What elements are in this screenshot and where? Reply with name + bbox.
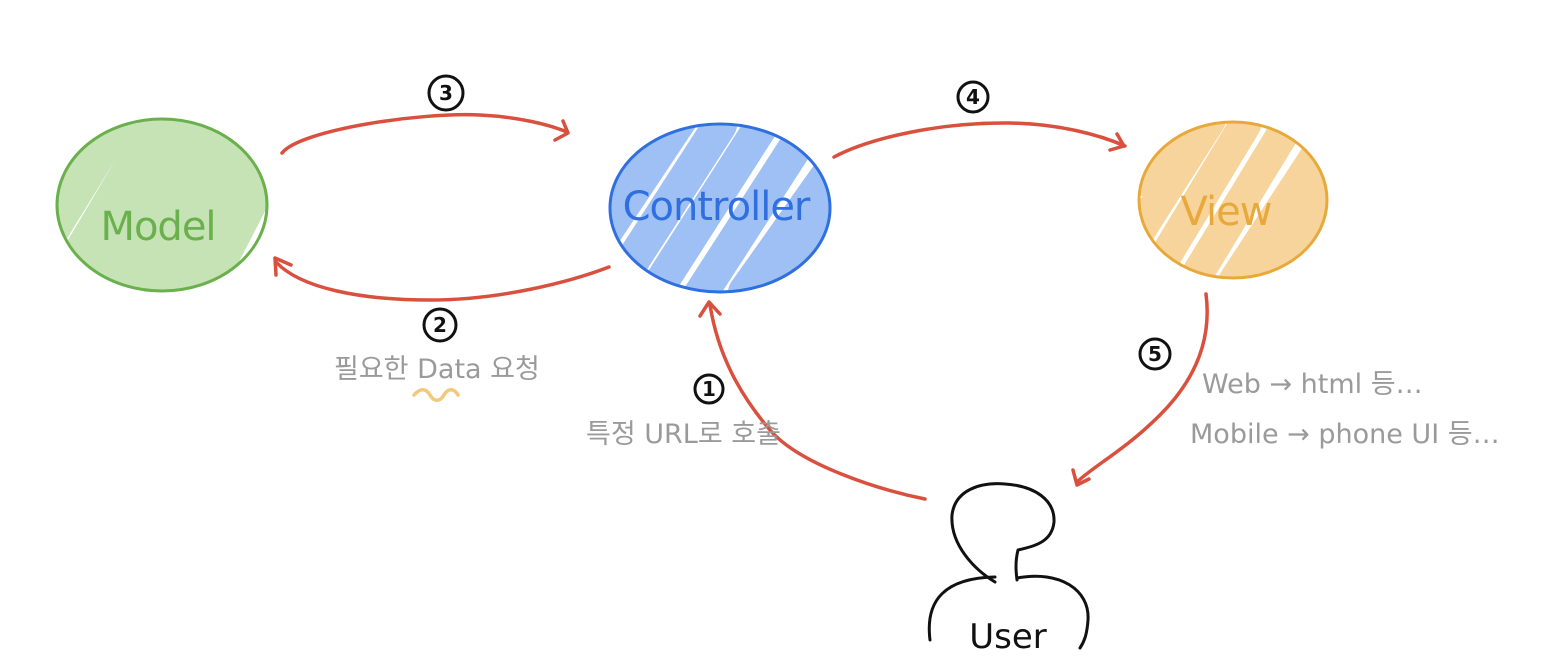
arrow-controller-to-model-head [273,256,293,277]
arrow-controller-to-view [832,121,1127,159]
arrow-controller-to-view-head [1108,132,1126,152]
view-hatch-strokes [1139,122,1327,278]
arrow-view-to-user [1075,292,1209,484]
view-label: View [1181,189,1272,235]
model-outline [55,117,269,293]
step-3-badge: 3 [427,74,465,112]
step-2-badge: 2 [422,307,458,343]
arrow-model-to-controller-head [553,119,570,142]
controller-label: Controller [623,184,811,230]
step-5-badge: 5 [1138,337,1172,371]
step-4-badge: 4 [956,80,990,114]
model-label: Model [100,204,215,250]
step-1-number: 1 [702,377,716,401]
controller-outline [608,122,832,294]
controller-node: Controller [608,122,832,294]
view-node: View [1137,120,1329,280]
user-body [927,574,1090,650]
model-hatch [57,119,267,291]
step-4-number: 4 [966,85,980,109]
view-outline [1137,120,1329,280]
step-3-number: 3 [439,81,453,105]
user-label: User [969,617,1047,657]
step-5-number: 5 [1148,342,1162,366]
controller-hatch-strokes [610,124,830,292]
step-2-number: 2 [433,313,447,337]
user-head [950,482,1056,584]
arrow-user-to-controller-head [698,300,722,318]
step-1-badge: 1 [693,373,725,405]
view-hatch [1139,122,1327,278]
model-hatch-strokes [57,119,267,291]
arrow-model-to-controller [280,112,569,155]
arrow-user-to-controller [708,303,927,501]
arrow-view-to-user-head [1071,468,1091,487]
data-highlight-squiggle [412,388,460,402]
user-figure: User [927,482,1090,657]
arrow-controller-to-model [274,260,611,302]
step-5-note-line1: Web → html 등… [1202,369,1423,400]
step-5-note-line2: Mobile → phone UI 등… [1190,419,1500,450]
model-node: Model [55,117,269,293]
step-2-note: 필요한 Data 요청 [334,354,540,385]
controller-hatch [610,124,830,292]
step-1-note: 특정 URL로 호출 [586,419,781,450]
